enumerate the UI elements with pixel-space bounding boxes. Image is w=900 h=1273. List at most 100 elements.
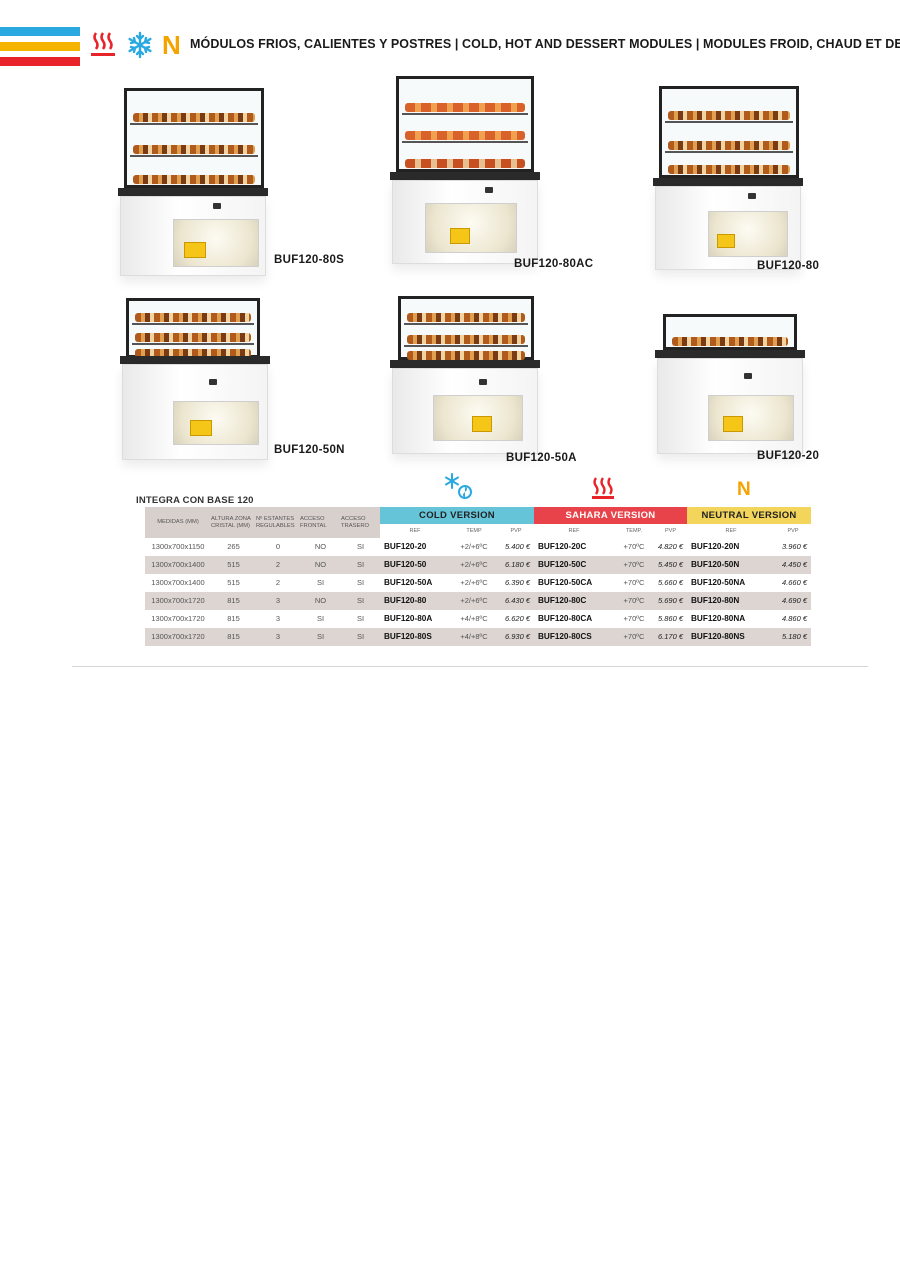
shelf bbox=[665, 121, 793, 123]
cell-trasero: SI bbox=[341, 556, 380, 574]
cell-sah-temp: +70ºC bbox=[623, 614, 645, 623]
cell-neu-ref: BUF120-80N bbox=[687, 592, 775, 610]
cell-cold-pvp: 6.430 € bbox=[498, 592, 534, 610]
cheese-block bbox=[190, 420, 212, 436]
brand-logo bbox=[485, 187, 493, 193]
sahara-ref-subheader: REF bbox=[568, 528, 580, 534]
cell-estantes: 0 bbox=[275, 542, 281, 551]
product-label: BUF120-20 bbox=[757, 450, 820, 462]
sahara-pvp-subheader: PVP bbox=[664, 528, 676, 534]
cell-sah-ref: BUF120-50CA bbox=[538, 578, 593, 587]
shelf bbox=[130, 123, 258, 125]
cell-altura: 265 bbox=[227, 542, 240, 551]
cheese-block bbox=[450, 228, 470, 244]
top-slab bbox=[120, 356, 270, 364]
glass-case bbox=[396, 76, 534, 172]
cheese-block bbox=[723, 416, 743, 432]
food-row bbox=[135, 333, 251, 342]
cell-neu-ref: BUF120-50N bbox=[687, 556, 775, 574]
glass-case bbox=[126, 298, 260, 358]
product-card: BUF120-50A bbox=[380, 290, 610, 490]
trasero-header: ACCESO TRASERO bbox=[341, 507, 380, 538]
cell-altura: 515 bbox=[211, 556, 256, 574]
glass-case bbox=[659, 86, 799, 178]
cell-frontal: NO bbox=[314, 542, 327, 551]
cell-sah-temp: +70ºC bbox=[614, 556, 654, 574]
cell-estantes: 2 bbox=[256, 556, 300, 574]
cell-frontal: SI bbox=[316, 578, 325, 587]
display-niche bbox=[433, 395, 523, 441]
display-niche bbox=[708, 211, 788, 257]
shelf bbox=[132, 343, 254, 345]
cold-version-header: COLD VERSION bbox=[380, 507, 534, 524]
estantes-header: Nº ESTANTES REGULABLES bbox=[256, 507, 300, 538]
cell-cold-pvp: 6.390 € bbox=[504, 578, 530, 587]
food-row bbox=[133, 145, 255, 154]
food-row bbox=[668, 111, 790, 120]
cell-sah-pvp: 4.820 € bbox=[657, 542, 683, 551]
food-row bbox=[133, 175, 255, 184]
cabinet-base bbox=[122, 364, 268, 460]
glass-case bbox=[398, 296, 534, 360]
brand-logo bbox=[479, 379, 487, 385]
header-icons: N bbox=[90, 30, 181, 60]
display-niche bbox=[173, 401, 259, 445]
cell-estantes: 3 bbox=[256, 592, 300, 610]
food-row bbox=[405, 103, 525, 112]
medidas-header: MEDIDAS (mm) bbox=[145, 507, 211, 538]
cell-sah-temp: +70ºC bbox=[623, 578, 645, 587]
food-row bbox=[405, 131, 525, 140]
cell-estantes: 3 bbox=[256, 628, 300, 646]
cell-neu-ref: BUF120-50NA bbox=[691, 578, 746, 587]
cell-frontal: NO bbox=[300, 592, 341, 610]
product-label: BUF120-80S bbox=[274, 254, 345, 266]
yellow-stripe bbox=[0, 42, 80, 51]
product-card: BUF120-80AC bbox=[380, 72, 610, 272]
food-row bbox=[135, 313, 251, 322]
cell-cold-temp: +2/+6ºC bbox=[460, 542, 488, 551]
neutral-ref-subheader: REF bbox=[725, 528, 737, 534]
cheese-block bbox=[717, 234, 735, 248]
heat-waves-icon bbox=[592, 477, 614, 499]
cabinet-base bbox=[392, 180, 538, 264]
cell-cold-temp: +2/+6ºC bbox=[450, 556, 498, 574]
top-slab bbox=[390, 172, 540, 180]
neutral-version-header: NEUTRAL VERSION bbox=[687, 507, 811, 524]
shelf bbox=[402, 141, 528, 143]
cell-altura: 815 bbox=[211, 592, 256, 610]
cold-temp-subheader: TEMP bbox=[466, 528, 482, 534]
product-card: BUF120-80S bbox=[110, 80, 344, 280]
cell-cold-pvp: 6.180 € bbox=[498, 556, 534, 574]
food-row bbox=[405, 159, 525, 168]
cell-sah-temp: +70ºC bbox=[614, 592, 654, 610]
top-slab bbox=[655, 350, 805, 358]
cell-cold-ref: BUF120-80A bbox=[384, 614, 433, 623]
cell-cold-temp: +2/+6ºC bbox=[460, 578, 488, 587]
shelf bbox=[665, 151, 793, 153]
brand-logo bbox=[748, 193, 756, 199]
table-subheader-row: REF TEMP PVP REF TEMP. PVP REF PVP bbox=[380, 524, 811, 538]
top-slab bbox=[390, 360, 540, 368]
red-stripe bbox=[0, 57, 80, 66]
heat-waves-icon bbox=[91, 32, 115, 56]
food-row bbox=[135, 349, 251, 358]
cell-neu-ref: BUF120-20N bbox=[691, 542, 740, 551]
snowflake-icon bbox=[128, 31, 152, 59]
price-table: MEDIDAS (mm) ALTURA ZONA CRISTAL (mm) Nº… bbox=[145, 507, 811, 646]
frontal-header: ACCESO FRONTAL bbox=[300, 507, 341, 538]
cell-cold-pvp: 6.620 € bbox=[504, 614, 530, 623]
cell-cold-ref: BUF120-50A bbox=[384, 578, 433, 587]
cell-trasero: SI bbox=[356, 614, 365, 623]
cell-sah-pvp: 5.450 € bbox=[654, 556, 687, 574]
blue-stripe bbox=[0, 27, 80, 36]
cell-cold-pvp: 5.400 € bbox=[504, 542, 530, 551]
neutral-n-icon: N bbox=[737, 479, 751, 500]
cell-trasero: SI bbox=[341, 628, 380, 646]
product-card: BUF120-20 bbox=[645, 310, 875, 510]
cell-cold-ref: BUF120-80 bbox=[380, 592, 450, 610]
product-card: BUF120-50N bbox=[110, 292, 344, 492]
cell-cold-pvp: 6.930 € bbox=[498, 628, 534, 646]
cell-neu-pvp: 4.450 € bbox=[775, 556, 811, 574]
